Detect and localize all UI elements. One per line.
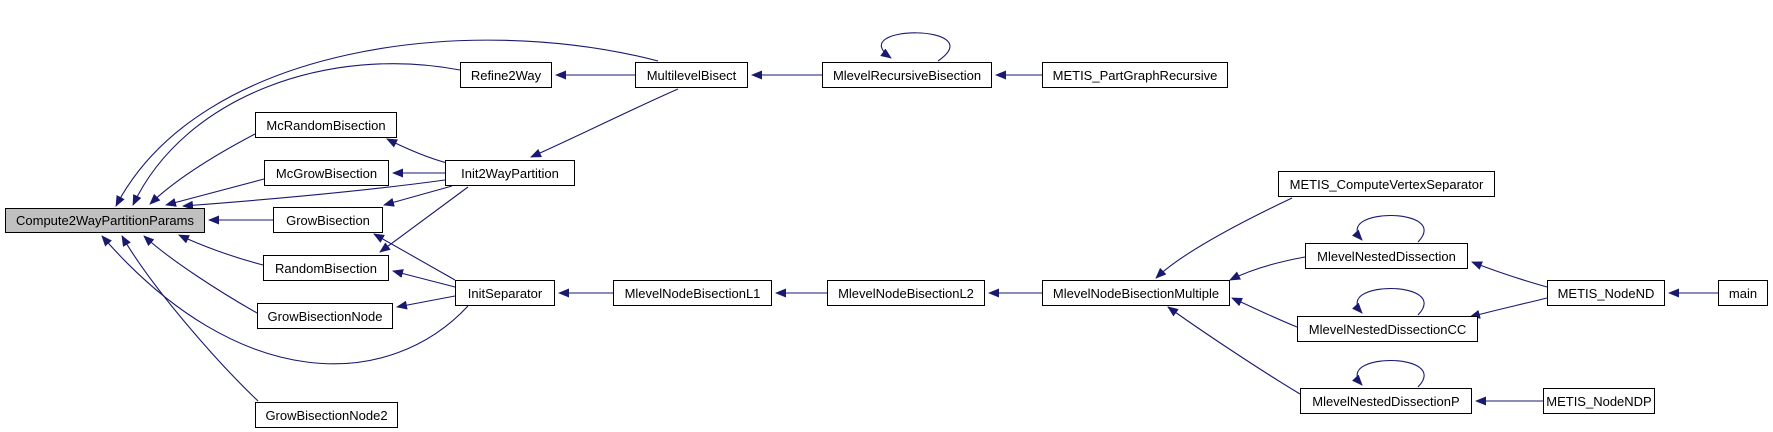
- edge-metis-computevertexseparator-to-mlevelnodebisectionmultiple: [1155, 197, 1293, 279]
- node-mcrandombisection[interactable]: McRandomBisection: [255, 112, 397, 138]
- node-metis-nodendp[interactable]: METIS_NodeNDP: [1543, 388, 1655, 414]
- edge-mlevelnesteddissectioncc-to-mlevelnodebisectionmultiple: [1231, 297, 1298, 328]
- node-refine2way[interactable]: Refine2Way: [460, 62, 552, 88]
- edge-refine2way-to-compute2waypartitionparams: [132, 63, 461, 206]
- node-mcgrowbisection[interactable]: McGrowBisection: [264, 160, 389, 186]
- node-mlevelnesteddissection[interactable]: MlevelNestedDissection: [1305, 243, 1468, 269]
- edge-initseparator-to-compute2waypartitionparams: [101, 235, 469, 365]
- edge-init2waypartition-to-compute2waypartitionparams: [182, 179, 446, 210]
- node-growbisectionnode2[interactable]: GrowBisectionNode2: [255, 402, 398, 428]
- edge-randombisection-to-compute2waypartitionparams: [178, 234, 264, 266]
- edge-mlevelrecursivebisection-self-loop: [880, 32, 951, 62]
- edge-initseparator-to-randombisection: [392, 269, 456, 288]
- edge-metis-nodend-to-mlevelnesteddissectioncc: [1469, 297, 1548, 319]
- node-compute2waypartitionparams[interactable]: Compute2WayPartitionParams: [5, 208, 205, 233]
- edge-mlevelnesteddissectioncc-self-loop: [1351, 288, 1425, 316]
- node-initseparator[interactable]: InitSeparator: [455, 280, 555, 306]
- edge-initseparator-to-growbisection: [373, 233, 456, 281]
- edge-mlevelnesteddissectionp-to-mlevelnodebisectionmultiple: [1167, 306, 1301, 395]
- edge-mlevelnesteddissectionp-self-loop: [1351, 360, 1425, 388]
- edge-init2waypartition-to-randombisection: [379, 186, 469, 253]
- node-mlevelnodebisectionmultiple[interactable]: MlevelNodeBisectionMultiple: [1042, 280, 1230, 306]
- edge-mcgrowbisection-to-compute2waypartitionparams: [165, 178, 265, 207]
- edge-mcrandombisection-to-compute2waypartitionparams: [149, 133, 256, 205]
- edge-init2waypartition-to-mcrandombisection: [386, 138, 448, 164]
- node-mlevelnodebisectionl1[interactable]: MlevelNodeBisectionL1: [613, 280, 772, 306]
- node-init2waypartition[interactable]: Init2WayPartition: [445, 160, 575, 186]
- edge-mlevelnesteddissection-to-mlevelnodebisectionmultiple: [1229, 256, 1306, 281]
- edge-init2waypartition-to-growbisection: [383, 185, 453, 207]
- node-metis-computevertexseparator[interactable]: METIS_ComputeVertexSeparator: [1278, 171, 1495, 197]
- node-mlevelnesteddissectionp[interactable]: MlevelNestedDissectionP: [1300, 388, 1472, 414]
- node-metis-partgraphrecursive[interactable]: METIS_PartGraphRecursive: [1042, 62, 1228, 88]
- node-mlevelnodebisectionl2[interactable]: MlevelNodeBisectionL2: [827, 280, 985, 306]
- node-main[interactable]: main: [1718, 280, 1768, 306]
- node-metis-nodend[interactable]: METIS_NodeND: [1547, 280, 1665, 306]
- node-multilevelbisect[interactable]: MultilevelBisect: [635, 62, 748, 88]
- edge-initseparator-to-growbisectionnode: [396, 295, 456, 310]
- edge-multilevelbisect-to-compute2waypartitionparams: [115, 39, 659, 207]
- node-growbisection[interactable]: GrowBisection: [273, 207, 383, 233]
- edge-metis-nodend-to-mlevelnesteddissection: [1471, 261, 1548, 288]
- edge-multilevelbisect-to-init2waypartition: [530, 88, 679, 158]
- edge-growbisectionnode-to-compute2waypartitionparams: [143, 235, 258, 314]
- node-mlevelnesteddissectioncc[interactable]: MlevelNestedDissectionCC: [1297, 316, 1478, 342]
- edge-mlevelnesteddissection-self-loop: [1351, 215, 1425, 243]
- node-mlevelrecursivebisection[interactable]: MlevelRecursiveBisection: [822, 62, 992, 88]
- edge-growbisectionnode2-to-compute2waypartitionparams: [121, 235, 259, 402]
- node-growbisectionnode[interactable]: GrowBisectionNode: [257, 303, 393, 329]
- node-randombisection[interactable]: RandomBisection: [263, 255, 389, 281]
